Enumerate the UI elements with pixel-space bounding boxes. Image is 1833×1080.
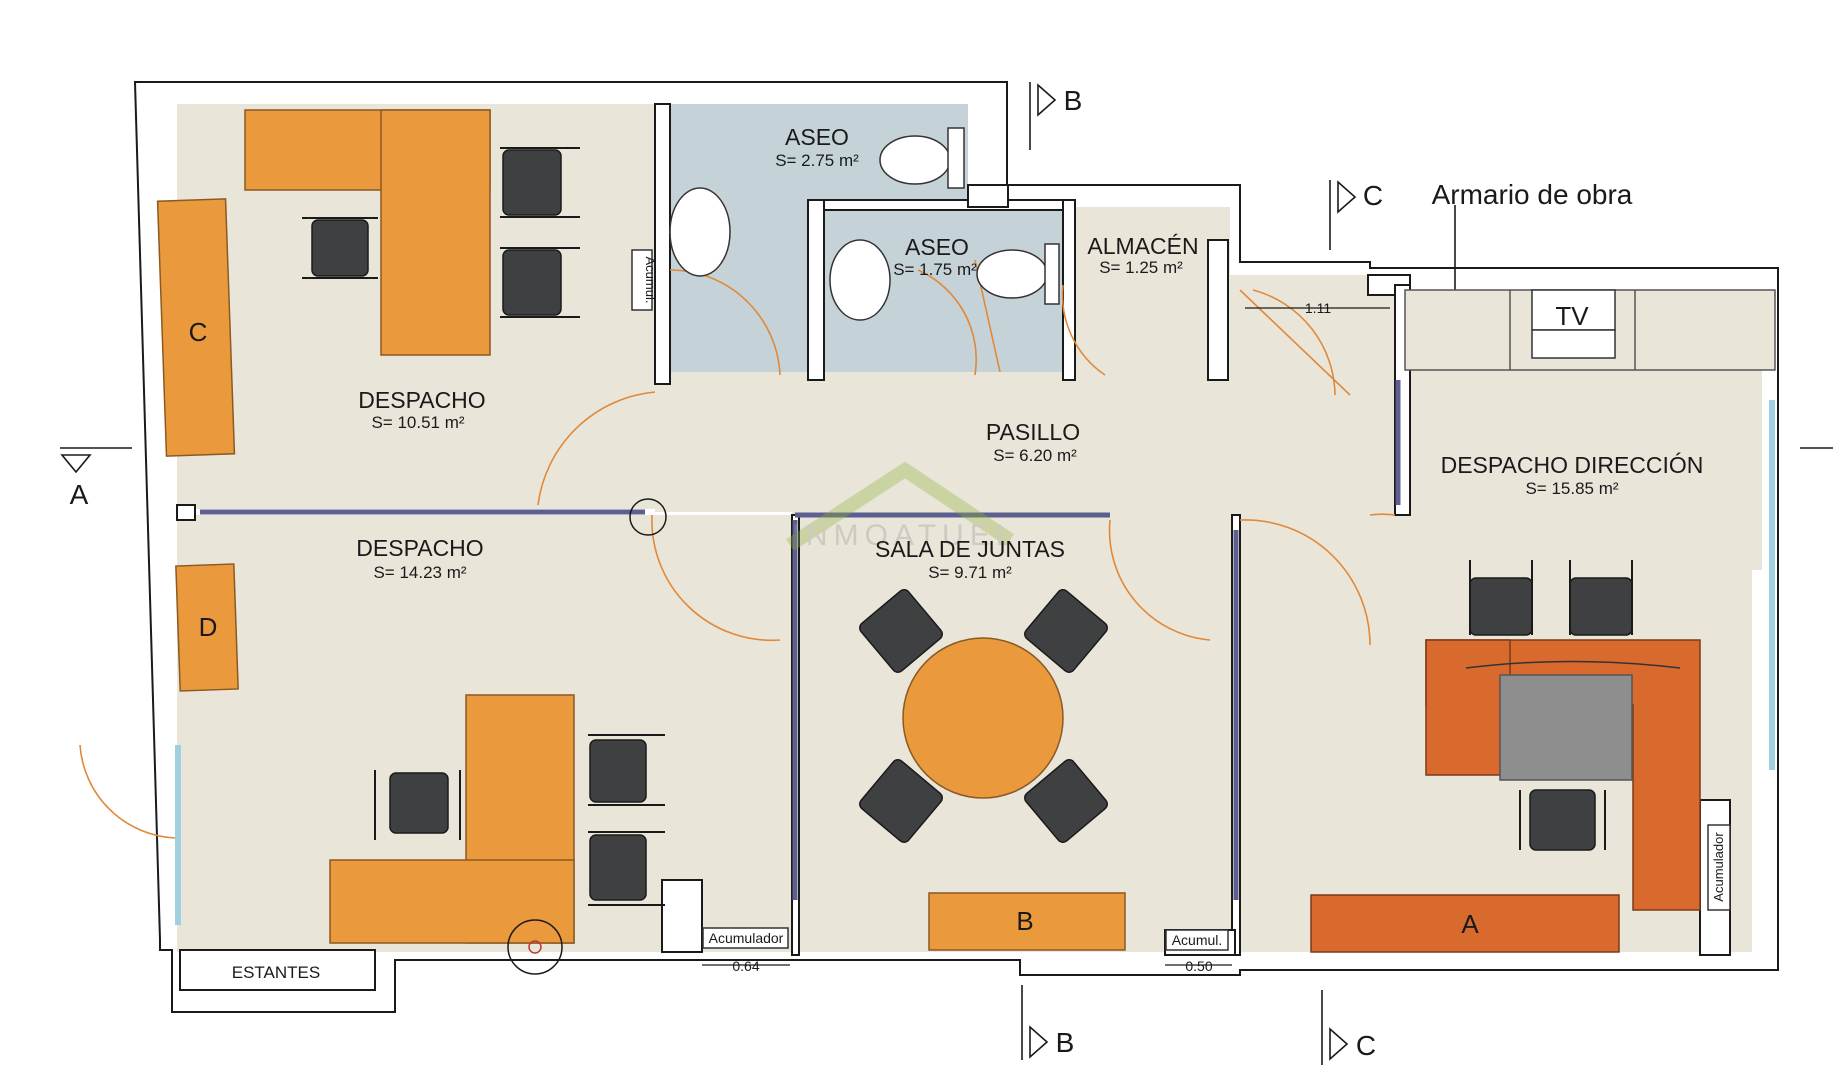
room-name: PASILLO [986,419,1080,445]
sideboard-b-label: B [1016,906,1033,936]
section-labels: A B C B C [70,85,1383,1061]
toilet [976,249,1048,299]
floor-areas [177,104,1762,952]
room-area: S= 9.71 m² [928,563,1012,582]
dimension-label: 1.11 [1305,300,1331,316]
room-area: S= 15.85 m² [1525,479,1618,498]
guest-chair [588,734,665,806]
watermark-text: INMOATUEL [792,519,1019,552]
accumulator-vertical [631,249,653,311]
room-area: S= 2.75 m² [775,151,859,170]
almacen-floor [1075,207,1230,372]
room-name: ASEO [785,124,849,150]
room-area: S= 10.51 m² [371,413,464,432]
credenza-a [1310,894,1620,953]
section-label-c-bottom: C [1356,1030,1376,1061]
dimension-label: 0.50 [1185,958,1212,974]
despacho-bottom-furniture [175,498,667,975]
room-area: S= 1.75 m² [893,260,977,279]
tv-label: TV [1555,301,1589,331]
estantes-label: ESTANTES [232,963,320,982]
watermark: INMOATUEL [786,461,1019,552]
guest-chair [1569,560,1633,636]
guest-chair [500,147,580,218]
accumulator-label: Acumulador [709,930,784,946]
dimension-labels: 1.11 0.64 0.50 [732,300,1331,974]
accumulator-label: Acumul. [1172,932,1223,948]
cabinet-c-label: C [189,317,208,347]
accumulator-vertical [1707,824,1731,911]
accumulator [1165,929,1229,951]
dimension-lines [702,307,1390,966]
direccion-furniture [1310,289,1776,953]
office-chair [374,770,461,840]
room-name: ALMACÉN [1087,233,1198,259]
section-label-b-bottom: B [1056,1027,1075,1058]
sink [669,187,731,277]
windows [175,400,1775,925]
credenza-a-label: A [1461,909,1479,939]
cabinet-d [175,563,239,692]
column [507,919,563,975]
column [629,498,667,536]
room-area: S= 1.25 m² [1099,258,1183,277]
section-markers [60,82,1833,1065]
room-name: SALA DE JUNTAS [875,536,1065,562]
tv [1531,289,1616,331]
room-labels: DESPACHO S= 10.51 m² DESPACHO S= 14.23 m… [356,124,1703,582]
room-name: DESPACHO [358,387,485,413]
accumulator-vertical-label: Acumulador [1711,832,1726,902]
cabinet-d-label: D [199,612,218,642]
guest-chair [588,831,665,906]
room-name: ASEO [905,234,969,260]
armario-annotation: Armario de obra [1432,179,1633,210]
bathroom-fixtures [669,127,1060,321]
room-name: DESPACHO [356,535,483,561]
section-label-a: A [70,479,89,510]
section-label-c-top: C [1363,180,1383,211]
round-table [902,637,1064,799]
office-chair [1519,789,1606,851]
guest-chair [1469,560,1533,636]
sala-juntas-furniture [702,589,1229,951]
cabinet-c [156,198,236,457]
office-chair [302,217,378,279]
guest-chair [500,247,580,318]
room-area: S= 6.20 m² [993,446,1077,465]
accumulator [702,927,789,949]
room-area: S= 14.23 m² [373,563,466,582]
toilet [879,135,951,185]
glass-partitions [200,380,1401,900]
furniture-labels: C D B A TV ESTANTES Acumulador Acumul. A… [189,257,1726,982]
section-label-b-top: B [1064,85,1083,116]
despacho-top-furniture [156,109,653,457]
sideboard-b [928,892,1126,951]
doors [79,259,1396,839]
dimension-label: 0.64 [732,958,759,974]
room-name: DESPACHO DIRECCIÓN [1441,452,1704,478]
sink [829,239,891,321]
accumulator-vertical-label: Acumul. [643,257,658,304]
